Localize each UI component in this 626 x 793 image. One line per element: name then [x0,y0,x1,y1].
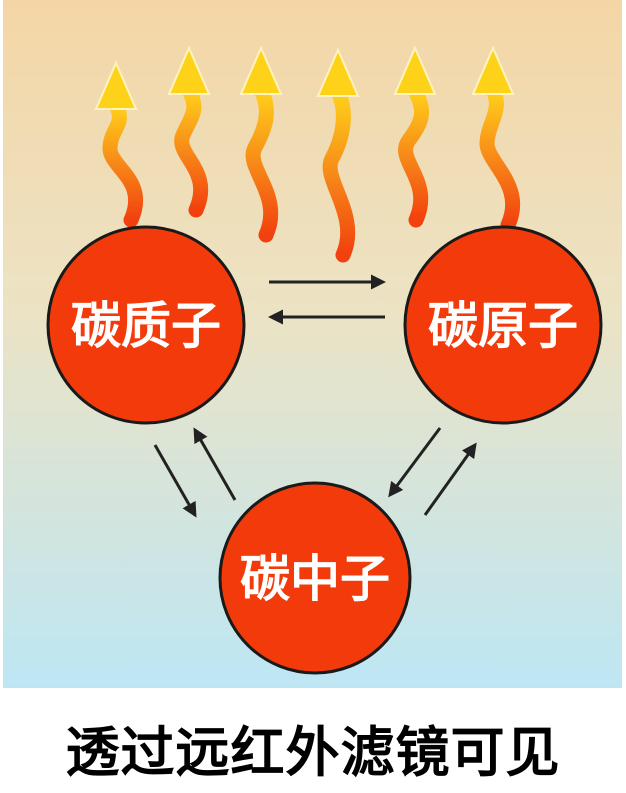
heat-arrow [239,45,283,243]
edge-neutron-to-proton [193,427,237,501]
node-label: 碳质子 [71,297,221,355]
heat-arrow [393,45,437,228]
diagram-panel: 碳质子 碳原子 碳中子 [3,0,622,688]
caption: 透过远红外滤镜可见 [65,721,561,784]
heat-arrow [167,45,211,218]
edge-proton-to-neutron [153,444,197,518]
heat-arrow [471,45,521,233]
heat-arrows [94,45,521,263]
edge-neutron-to-atom [423,442,477,516]
heat-arrow [94,60,144,228]
edge-atom-to-neutron [388,427,442,498]
node-label: 碳中子 [240,550,390,608]
node-neutron: 碳中子 [218,481,412,675]
node-label: 碳原子 [428,297,578,355]
node-proton: 碳质子 [46,225,246,425]
heat-arrow [316,47,360,263]
node-atom: 碳原子 [403,225,603,425]
